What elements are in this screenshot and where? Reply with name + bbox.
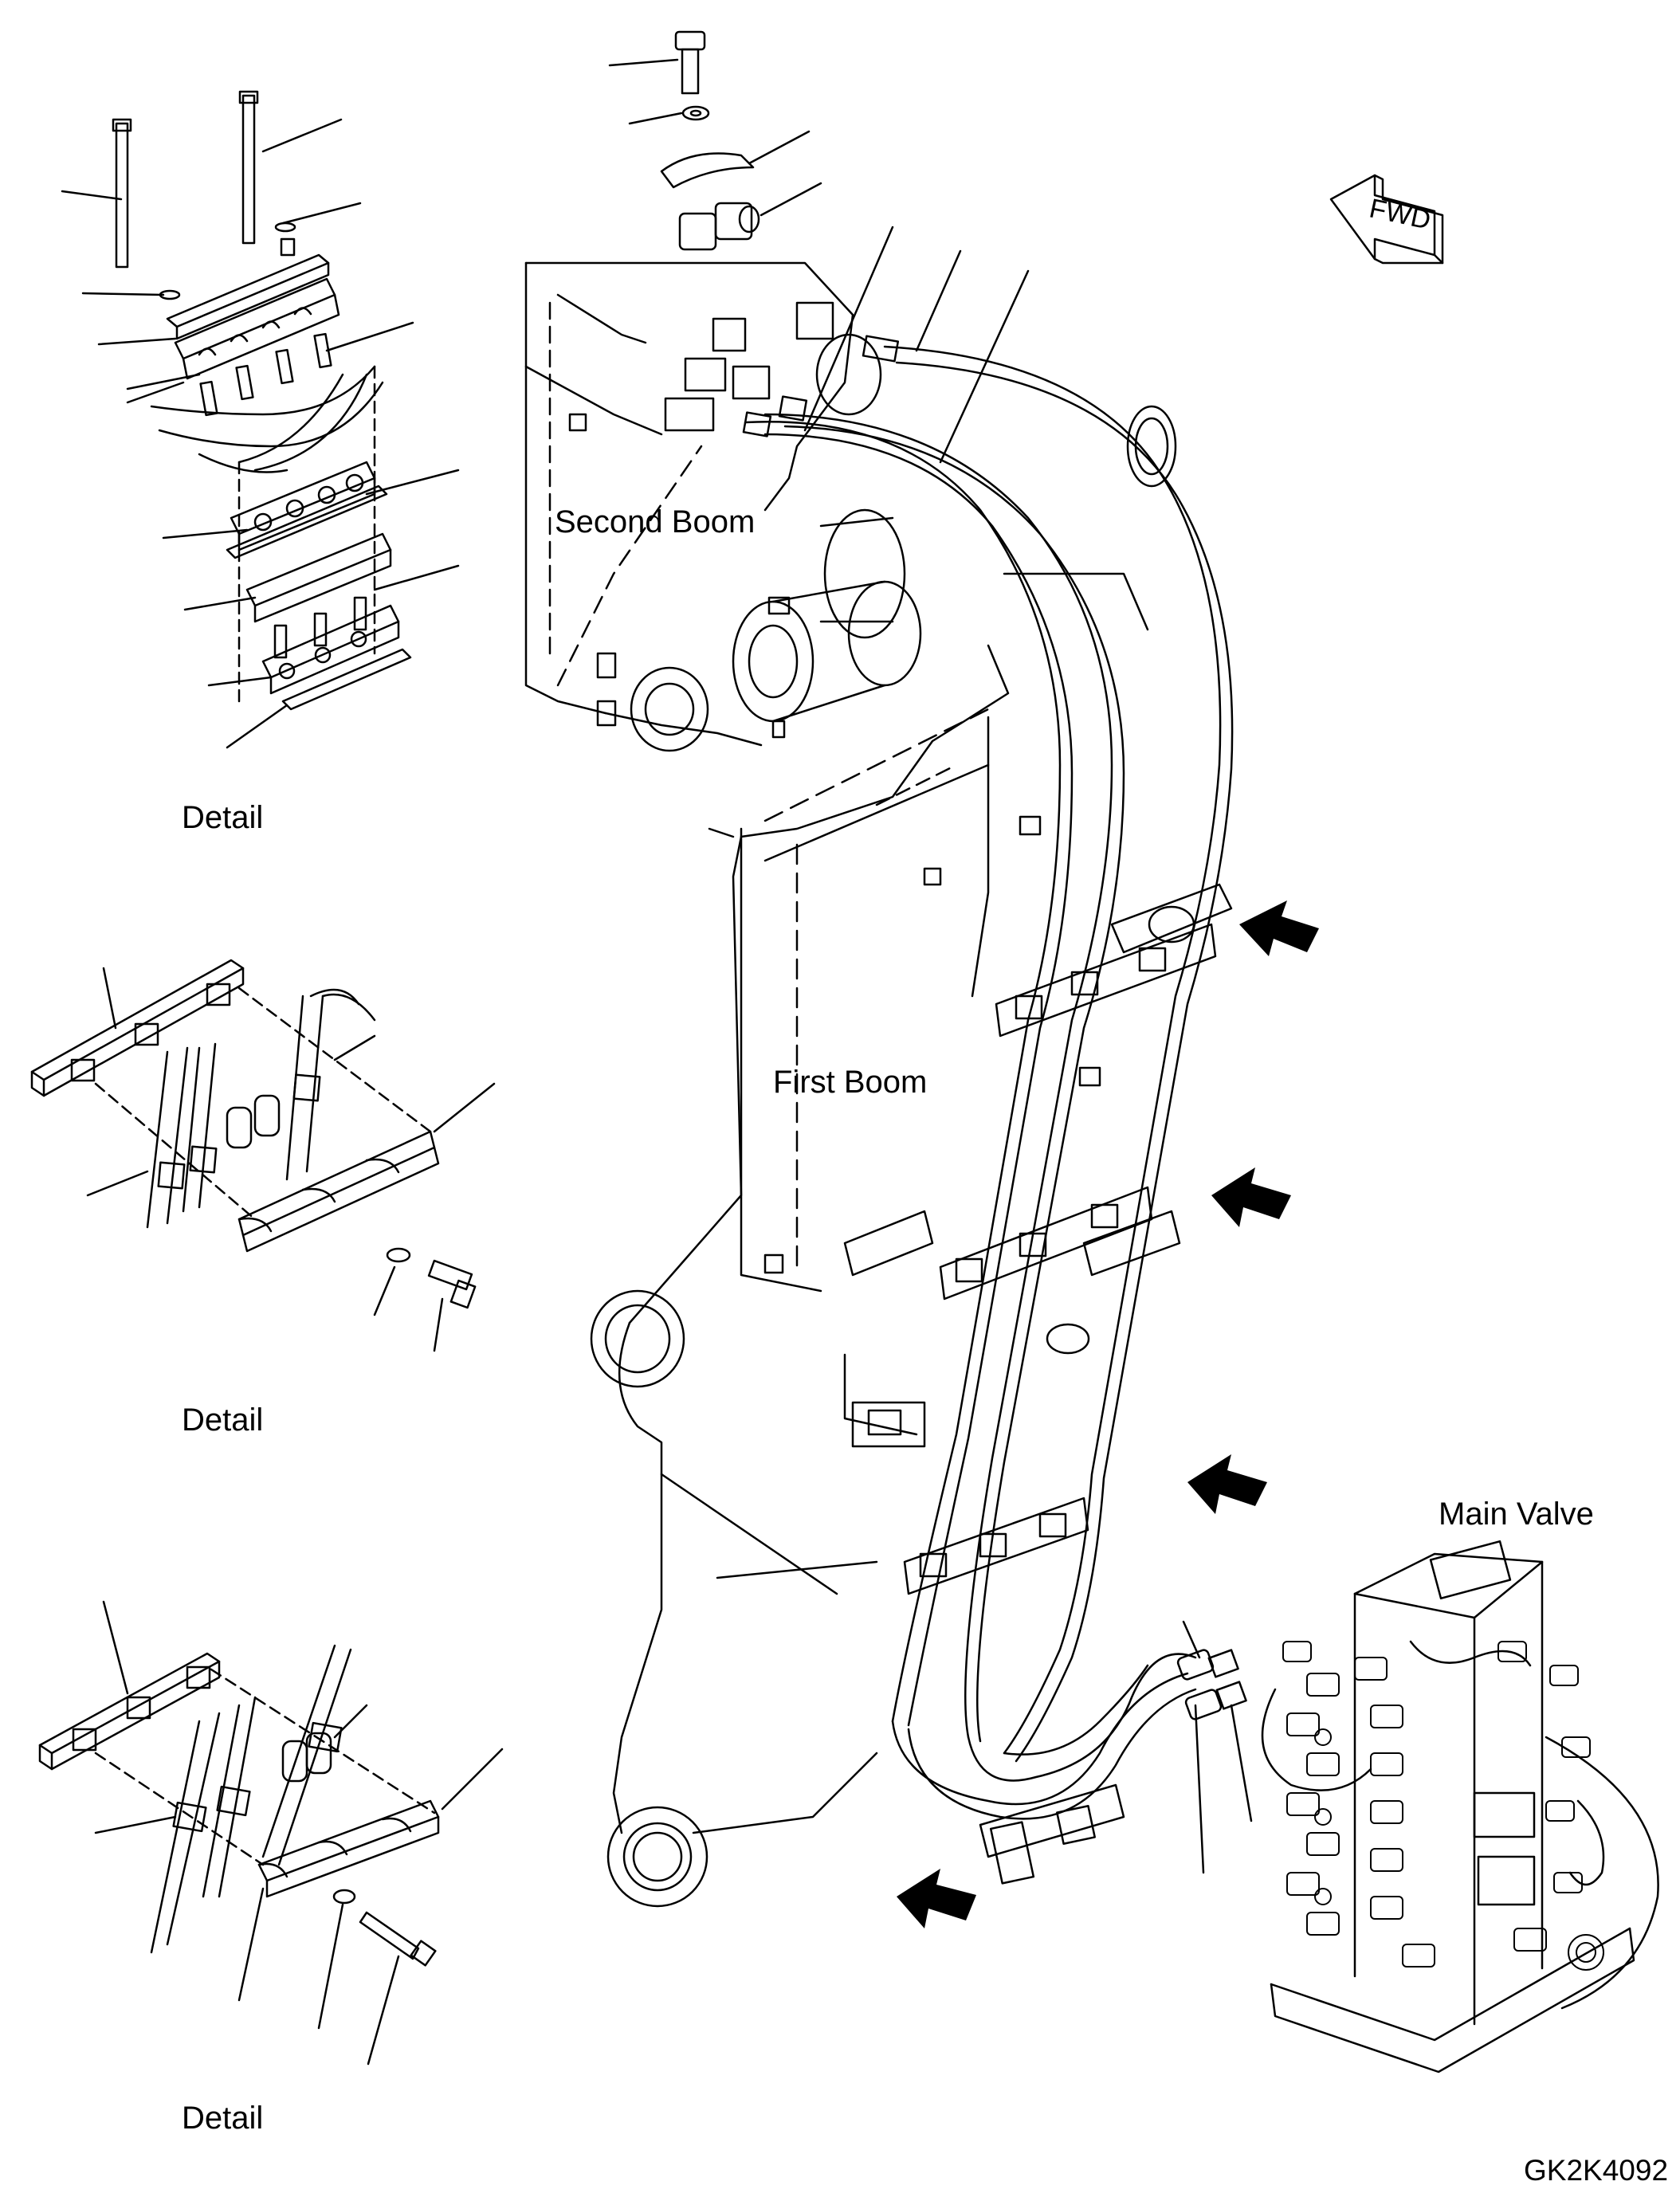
pointer-arrow-2 xyxy=(1211,1167,1291,1227)
detail-1-exploded-clamp xyxy=(61,90,460,749)
second-boom-label: Second Boom xyxy=(555,504,756,539)
detail-1-caption: Detail xyxy=(182,800,264,835)
pointer-arrows xyxy=(897,900,1319,1928)
detail-3-exploded-clamp xyxy=(38,1600,504,2066)
detail-2-exploded-clamp xyxy=(30,959,496,1352)
fwd-direction-arrow[interactable] xyxy=(1329,174,1444,265)
second-boom-outline xyxy=(524,261,1177,752)
hydraulic-hoses xyxy=(742,226,1253,1885)
drawing-code: GK2K4092 xyxy=(1524,2154,1669,2187)
top-bracket-exploded xyxy=(608,30,822,251)
main-valve-label: Main Valve xyxy=(1439,1497,1594,1532)
pointer-arrow-1 xyxy=(1239,900,1319,956)
first-boom-outline xyxy=(590,572,1233,1908)
detail-3-caption: Detail xyxy=(182,2101,264,2136)
first-boom-label: First Boom xyxy=(773,1065,928,1100)
detail-2-caption: Detail xyxy=(182,1403,264,1438)
pointer-arrow-4 xyxy=(897,1869,976,1928)
main-valve-assembly xyxy=(1261,1540,1659,2073)
pointer-arrow-3 xyxy=(1187,1454,1267,1514)
